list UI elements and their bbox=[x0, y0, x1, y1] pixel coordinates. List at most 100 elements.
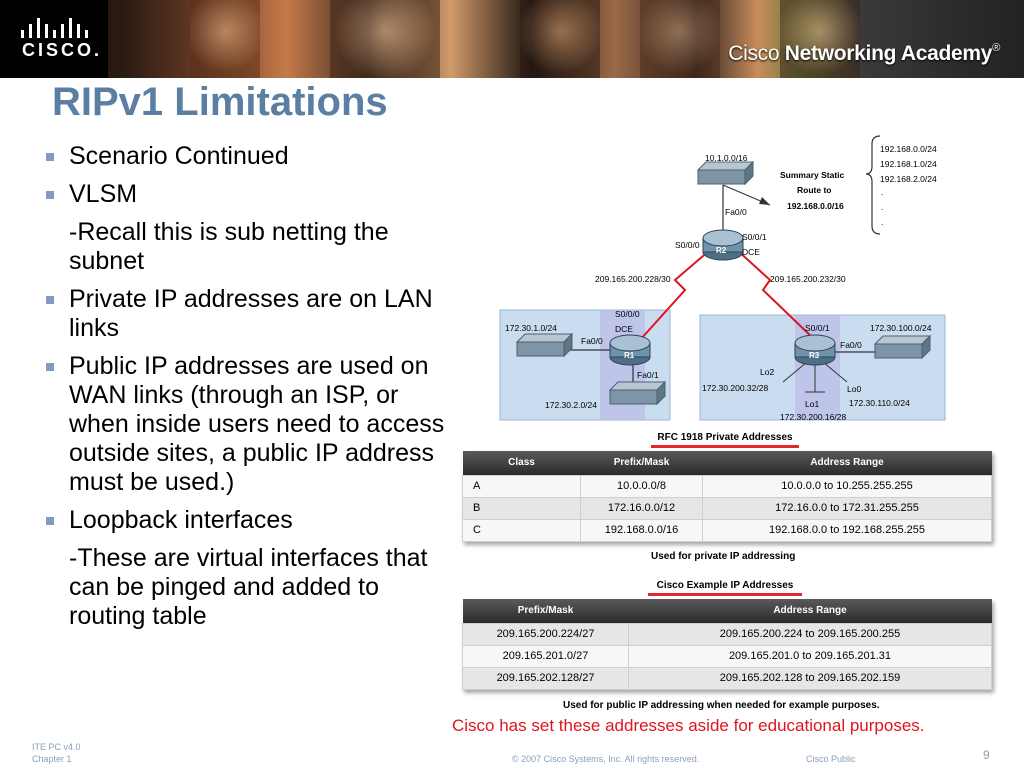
label-lo0-net: 172.30.110.0/24 bbox=[849, 398, 910, 408]
bullet-text: Private IP addresses are on LAN links bbox=[69, 285, 433, 342]
table1-caption: RFC 1918 Private Addresses bbox=[651, 432, 799, 448]
bullet-text: Public IP addresses are used on WAN link… bbox=[69, 352, 445, 496]
table-row: 209.165.201.0/27 209.165.201.0 to 209.16… bbox=[462, 644, 992, 668]
bullet-marker-icon bbox=[46, 153, 54, 161]
photo-tile bbox=[780, 0, 860, 78]
wan-link-left bbox=[639, 249, 711, 341]
private-address-table: Class Prefix/Mask Address Range A 10.0.0… bbox=[462, 451, 992, 542]
table2-caption-text: Cisco Example IP Addresses bbox=[656, 580, 794, 591]
svg-text:.: . bbox=[881, 202, 883, 212]
table-header-cell: Prefix/Mask bbox=[580, 451, 703, 475]
cisco-logo-text: CISCO. bbox=[22, 40, 103, 60]
footer-course: ITE PC v4.0 Chapter 1 bbox=[32, 741, 81, 765]
table1-note: Used for private IP addressing bbox=[651, 551, 796, 562]
page-number: 9 bbox=[983, 748, 990, 762]
table-header-cell: Prefix/Mask bbox=[462, 599, 629, 623]
bullet-item: Scenario Continued bbox=[46, 142, 446, 171]
r3-highlight bbox=[795, 315, 840, 420]
label-top-switch-net: 10.1.0.0/16 bbox=[705, 153, 748, 163]
bullet-text: Loopback interfaces bbox=[69, 506, 293, 534]
switch-icon bbox=[515, 332, 574, 358]
caption-underline bbox=[651, 445, 799, 448]
label-r1-s000: S0/0/0 bbox=[615, 309, 640, 319]
brace-icon bbox=[865, 135, 881, 235]
r3-label: R3 bbox=[809, 351, 820, 360]
label-r2-dce: DCE bbox=[742, 247, 760, 257]
table-cell: C bbox=[462, 518, 581, 542]
label-r1-fa1: Fa0/1 bbox=[637, 370, 659, 380]
table-header-row: Class Prefix/Mask Address Range bbox=[462, 451, 992, 475]
table-cell: 172.16.0.0 to 172.31.255.255 bbox=[702, 496, 992, 520]
wan-link-right bbox=[736, 249, 816, 341]
table-row: 209.165.202.128/27 209.165.202.128 to 20… bbox=[462, 666, 992, 690]
photo-tile bbox=[190, 0, 260, 78]
header-banner: CISCO. Cisco Networking Academy® bbox=[0, 0, 1024, 78]
footer-course-line: ITE PC v4.0 bbox=[32, 742, 81, 752]
table-cell: 192.168.0.0 to 192.168.255.255 bbox=[702, 518, 992, 542]
label-r2-fa0: Fa0/0 bbox=[725, 207, 747, 217]
network-topology-diagram: R2 R1 R3 10.1.0.0/16 Summary Static Rout… bbox=[499, 135, 946, 422]
bullet-marker-icon bbox=[46, 363, 54, 371]
bullet-subtext: -These are virtual interfaces that can b… bbox=[69, 544, 428, 630]
footer-classification: Cisco Public bbox=[806, 754, 856, 764]
slide-title: RIPv1 Limitations bbox=[52, 80, 388, 124]
label-r1-fa0: Fa0/0 bbox=[581, 336, 603, 346]
bullet-marker-icon bbox=[46, 517, 54, 525]
table-cell: 209.165.200.224 to 209.165.200.255 bbox=[628, 622, 992, 646]
footer-chapter-line: Chapter 1 bbox=[32, 754, 72, 764]
table-cell: 209.165.201.0 to 209.165.201.31 bbox=[628, 644, 992, 668]
table-header-cell: Class bbox=[462, 451, 581, 475]
table-cell: 209.165.202.128/27 bbox=[462, 666, 629, 690]
label-brace-net: 192.168.2.0/24 bbox=[880, 174, 937, 184]
bullet-list: Scenario Continued VLSM -Recall this is … bbox=[46, 142, 446, 640]
academy-bold: Networking Academy bbox=[784, 42, 993, 65]
caption-underline bbox=[648, 593, 802, 596]
svg-text:.: . bbox=[881, 187, 883, 197]
academy-prefix: Cisco bbox=[728, 42, 785, 65]
router-r1-icon: R1 bbox=[609, 334, 651, 366]
label-brace-net: 192.168.0.0/24 bbox=[880, 144, 937, 154]
table-cell: B bbox=[462, 496, 581, 520]
table2-note: Used for public IP addressing when neede… bbox=[563, 700, 880, 711]
r1-label: R1 bbox=[624, 351, 635, 360]
footer-copyright: © 2007 Cisco Systems, Inc. All rights re… bbox=[512, 754, 700, 764]
label-summary-1: Summary Static bbox=[780, 170, 845, 180]
label-r2-s000: S0/0/0 bbox=[675, 240, 700, 250]
cisco-bars-icon bbox=[21, 18, 88, 38]
table-row: A 10.0.0.0/8 10.0.0.0 to 10.255.255.255 bbox=[462, 474, 992, 498]
table1-caption-text: RFC 1918 Private Addresses bbox=[657, 432, 793, 443]
label-lo2-net: 172.30.200.32/28 bbox=[702, 383, 768, 393]
table2-caption: Cisco Example IP Addresses bbox=[648, 580, 802, 596]
cisco-example-table: Prefix/Mask Address Range 209.165.200.22… bbox=[462, 599, 992, 690]
label-lo1: Lo1 bbox=[805, 399, 819, 409]
label-r1-lan1: 172.30.1.0/24 bbox=[505, 323, 557, 333]
table-cell: 172.16.0.0/12 bbox=[580, 496, 703, 520]
bullet-subtext: -Recall this is sub netting the subnet bbox=[69, 218, 389, 275]
label-r3-s001: S0/0/1 bbox=[805, 323, 830, 333]
bullet-marker-icon bbox=[46, 296, 54, 304]
photo-tile bbox=[520, 0, 600, 78]
networking-academy-label: Cisco Networking Academy® bbox=[728, 42, 1000, 66]
label-brace-net: 192.168.1.0/24 bbox=[880, 159, 937, 169]
label-wan-right: 209.165.200.232/30 bbox=[770, 274, 846, 284]
table-row: C 192.168.0.0/16 192.168.0.0 to 192.168.… bbox=[462, 518, 992, 542]
bullet-item: VLSM bbox=[46, 180, 446, 209]
bullet-item: Private IP addresses are on LAN links bbox=[46, 285, 446, 343]
photo-tile bbox=[640, 0, 720, 78]
table-row: 209.165.200.224/27 209.165.200.224 to 20… bbox=[462, 622, 992, 646]
label-r2-s001: S0/0/1 bbox=[742, 232, 767, 242]
table-cell: 10.0.0.0/8 bbox=[580, 474, 703, 498]
label-lo2: Lo2 bbox=[760, 367, 774, 377]
bullet-marker-icon bbox=[46, 191, 54, 199]
label-summary-3: 192.168.0.0/16 bbox=[787, 201, 844, 211]
academy-suffix: ® bbox=[992, 42, 1000, 54]
svg-text:.: . bbox=[881, 217, 883, 227]
label-wan-left: 209.165.200.228/30 bbox=[595, 274, 671, 284]
label-r1-lan2: 172.30.2.0/24 bbox=[545, 400, 597, 410]
router-r2-icon: R2 bbox=[702, 229, 744, 261]
table-header-cell: Address Range bbox=[702, 451, 992, 475]
table-cell: 209.165.200.224/27 bbox=[462, 622, 629, 646]
table-cell: A bbox=[462, 474, 581, 498]
educational-note: Cisco has set these addresses aside for … bbox=[452, 716, 925, 735]
table-header-cell: Address Range bbox=[628, 599, 992, 623]
